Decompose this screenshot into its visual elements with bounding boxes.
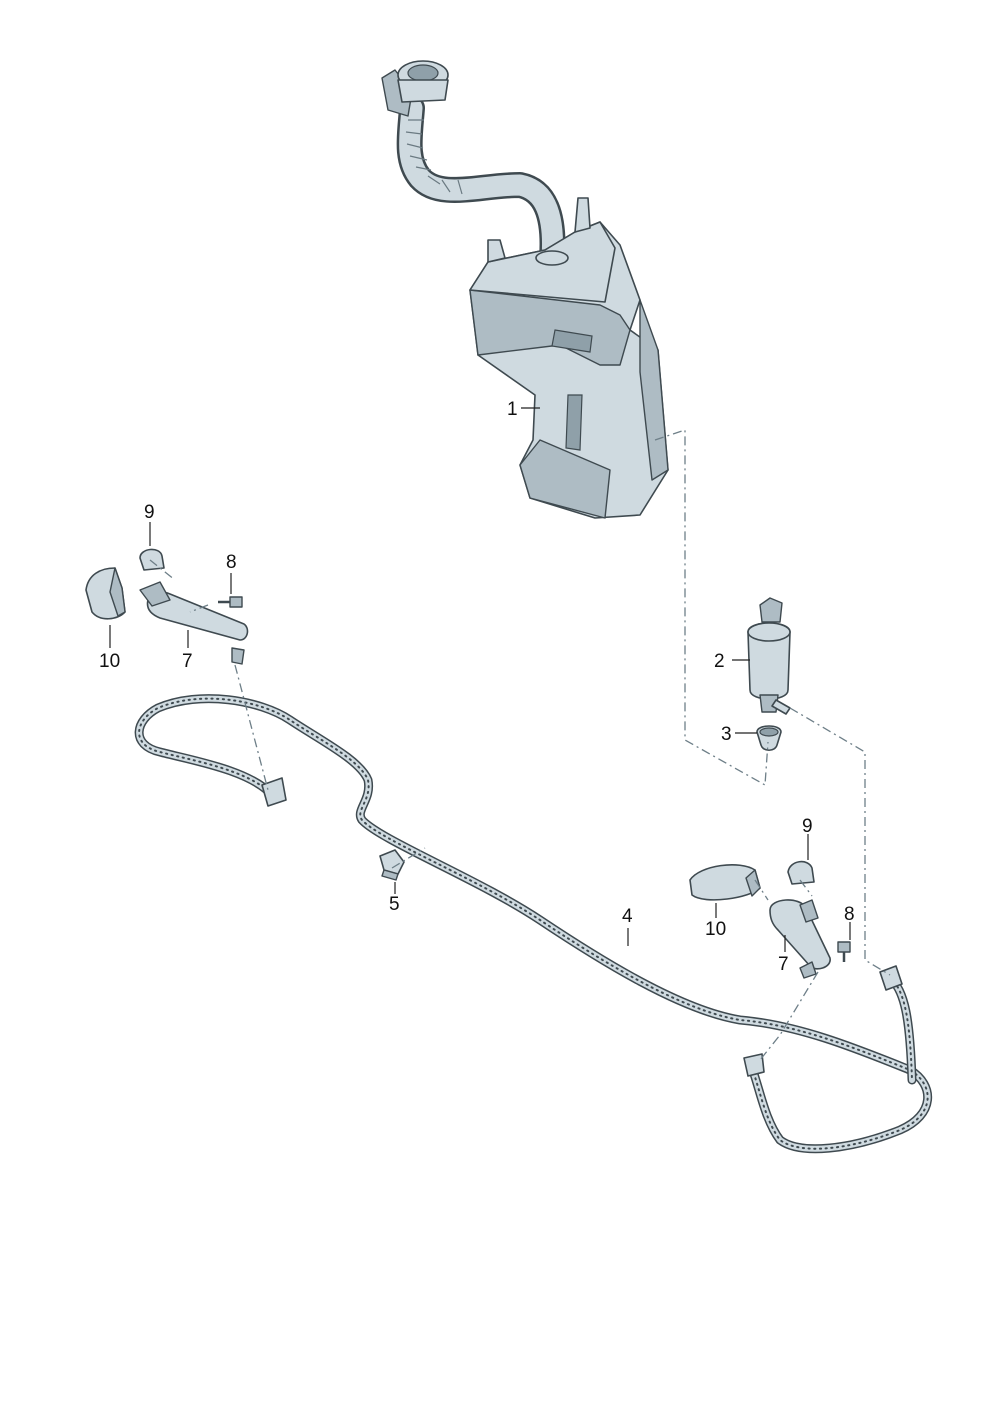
callout-labels: 1 2 3 4 5 7 7 8 8 9 9 10 10 xyxy=(99,399,855,975)
pump-grommet xyxy=(756,725,782,752)
callout-7-left: 7 xyxy=(182,651,193,672)
callout-5: 5 xyxy=(389,894,400,915)
left-cover-cap xyxy=(85,567,126,620)
callout-10-left: 10 xyxy=(99,651,120,672)
callout-9-left: 9 xyxy=(144,502,155,523)
callout-3: 3 xyxy=(721,724,732,745)
callout-8-left: 8 xyxy=(226,552,237,573)
left-screw xyxy=(218,596,243,608)
callout-1: 1 xyxy=(507,399,518,420)
left-telescopic-nozzle xyxy=(139,581,249,665)
routing-lines xyxy=(149,429,891,1061)
callout-7-right: 7 xyxy=(778,954,789,975)
leader-lines xyxy=(109,407,851,952)
washer-pump xyxy=(747,597,791,715)
right-nozzle-retainer xyxy=(787,860,815,885)
right-telescopic-nozzle xyxy=(769,899,831,979)
callout-4: 4 xyxy=(622,906,633,927)
callout-10-right: 10 xyxy=(705,919,726,940)
washer-fluid-reservoir xyxy=(381,60,669,519)
washer-hose xyxy=(134,694,932,1154)
callout-2: 2 xyxy=(714,651,725,672)
right-cover-cap xyxy=(689,864,761,901)
right-screw xyxy=(837,941,851,962)
left-nozzle-retainer xyxy=(139,548,165,571)
callout-9-right: 9 xyxy=(802,816,813,837)
hose-clip xyxy=(379,849,405,881)
callout-8-right: 8 xyxy=(844,904,855,925)
